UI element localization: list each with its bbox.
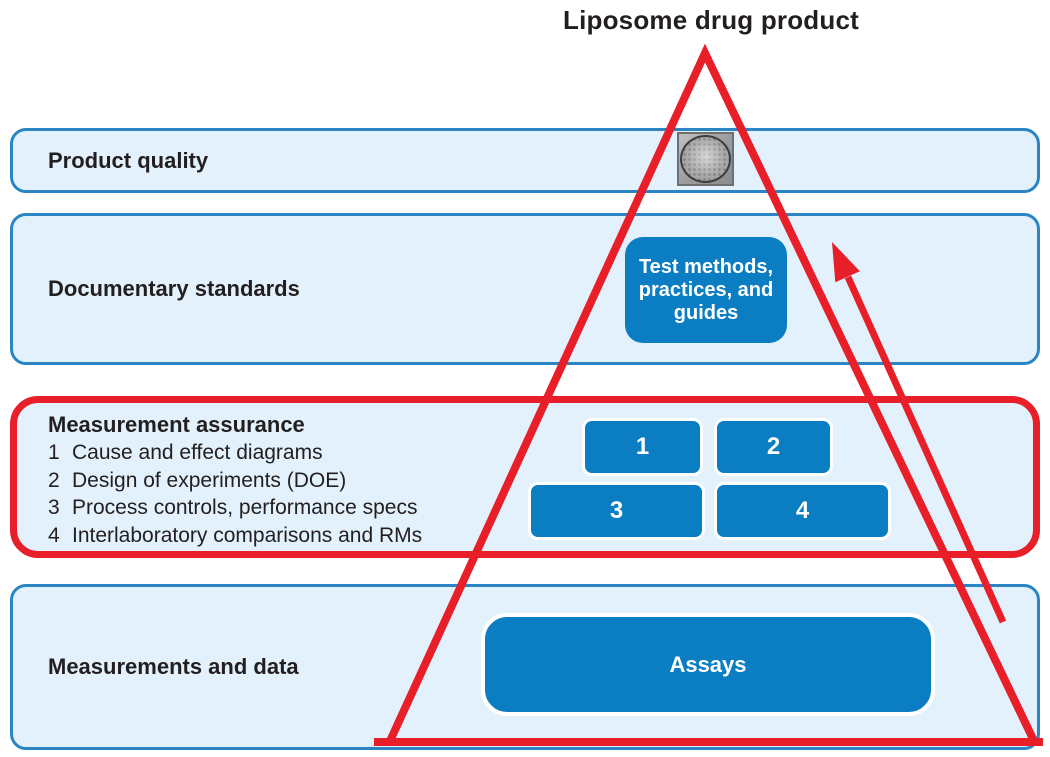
list-item: 4 Interlaboratory comparisons and RMs (48, 522, 422, 550)
list-item-text: Interlaboratory comparisons and RMs (72, 524, 423, 548)
list-item-text: Process controls, performance specs (72, 496, 418, 520)
band-product-quality-label: Product quality (48, 147, 209, 173)
numbered-box-3: 3 (528, 482, 705, 540)
list-item-text: Design of experiments (DOE) (72, 468, 347, 492)
list-item-number: 1 (48, 441, 60, 464)
list-item-text: Cause and effect diagrams (72, 441, 323, 464)
list-item-number: 3 (48, 496, 60, 520)
band-product-quality: Product quality (10, 128, 1040, 193)
liposome-particle-icon (680, 135, 731, 183)
numbered-box-1: 1 (582, 418, 703, 476)
band-documentary-standards: Documentary standards (10, 213, 1040, 365)
figure-title: Liposome drug product (563, 5, 859, 35)
band-measurements-and-data-label: Measurements and data (48, 654, 299, 679)
assays-box: Assays (481, 613, 935, 716)
list-item: 1 Cause and effect diagrams (48, 439, 422, 467)
liposome-micrograph-image (677, 132, 734, 186)
measurement-assurance-list: Measurement assurance 1 Cause and effect… (48, 411, 422, 550)
list-item-number: 4 (48, 524, 60, 548)
list-item-number: 2 (48, 468, 60, 492)
list-item: 2 Design of experiments (DOE) (48, 467, 422, 495)
numbered-box-2: 2 (714, 418, 833, 476)
test-methods-box: Test methods, practices, and guides (625, 237, 787, 343)
band-documentary-standards-label: Documentary standards (48, 276, 300, 301)
list-item: 3 Process controls, performance specs (48, 494, 422, 522)
numbered-box-4: 4 (714, 482, 891, 540)
band-measurement-assurance-label: Measurement assurance (48, 412, 305, 437)
